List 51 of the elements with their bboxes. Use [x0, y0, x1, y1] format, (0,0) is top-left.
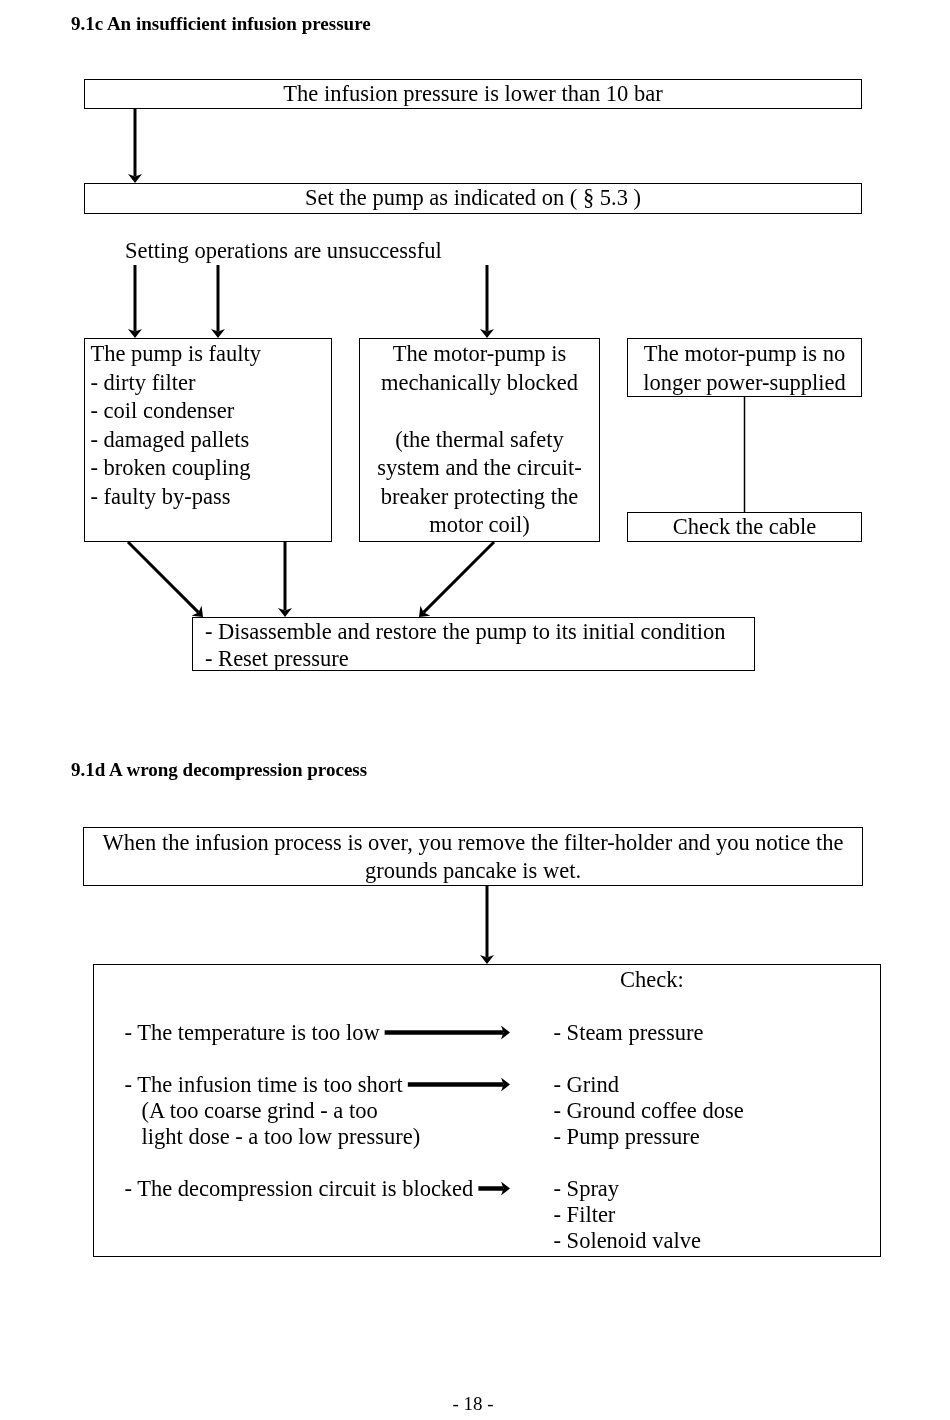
list-item: - faulty by-pass [90, 482, 231, 511]
check-item: - Filter [553, 1201, 616, 1228]
check-item: - Ground coffee dose [553, 1097, 744, 1124]
arrow [126, 540, 203, 617]
cause-box [359, 338, 600, 542]
arrow [478, 1181, 510, 1196]
check-item: - Grind [553, 1071, 620, 1098]
cause-box [627, 338, 862, 397]
symptom-text: - The temperature is too low [124, 1019, 380, 1046]
connector-line [743, 396, 746, 513]
box-heading: The pump is faulty [90, 340, 262, 368]
box-text: Set the pump as indicated on ( § 5.3 ) [304, 184, 642, 212]
section-heading: 9.1c An insufficient infusion pressure [71, 13, 371, 35]
note-text: (A too coarse grind - a too light dose - a too low pressure) [141, 1097, 422, 1150]
box-text: The motor-pump is no longer power-supplied [642, 340, 847, 397]
arrow [384, 1025, 510, 1040]
list-item: - coil condenser [90, 397, 235, 425]
box-heading: The motor-pump is mechanically blocked [380, 340, 579, 397]
arrow [211, 265, 225, 338]
arrow [128, 109, 142, 183]
arrow [419, 540, 496, 617]
status-text: Setting operations are unsuccessful [125, 237, 442, 265]
arrow [480, 886, 494, 964]
arrow [407, 1077, 510, 1092]
check-item: - Pump pressure [553, 1123, 700, 1150]
check-item: - Steam pressure [553, 1019, 704, 1046]
list-item: - dirty filter [90, 368, 196, 397]
list-item: - damaged pallets [90, 425, 250, 454]
action-box [627, 512, 862, 542]
cause-box [84, 338, 332, 542]
box-text: Check the cable [672, 513, 817, 541]
page-number: - 18 - [452, 1393, 494, 1415]
box-text: When the infusion process is over, you remove the filter-holder and you notice the grounds pancake is wet. [101, 829, 845, 885]
process-box [84, 79, 862, 109]
list-item: - Disassemble and restore the pump to its initial condition [205, 618, 726, 645]
check-item: - Spray [553, 1175, 620, 1202]
process-box [84, 183, 862, 214]
check-panel [93, 964, 881, 1257]
arrow [278, 542, 292, 617]
check-item: - Solenoid valve [553, 1227, 701, 1254]
list-item: - Reset pressure [205, 645, 349, 672]
panel-heading: Check: [620, 967, 684, 993]
action-box [192, 617, 755, 671]
section-heading: 9.1d A wrong decompression process [71, 759, 368, 781]
symptom-text: - The decompression circuit is blocked [124, 1175, 474, 1202]
list-item: - broken coupling [90, 454, 251, 482]
arrow [480, 265, 494, 338]
box-text: The infusion pressure is lower than 10 bar [283, 80, 663, 108]
arrow [128, 265, 142, 338]
note-text: (the thermal safety system and the circuit-breaker protecting the motor coil) [376, 425, 583, 539]
symptom-text: - The infusion time is too short [124, 1071, 403, 1098]
